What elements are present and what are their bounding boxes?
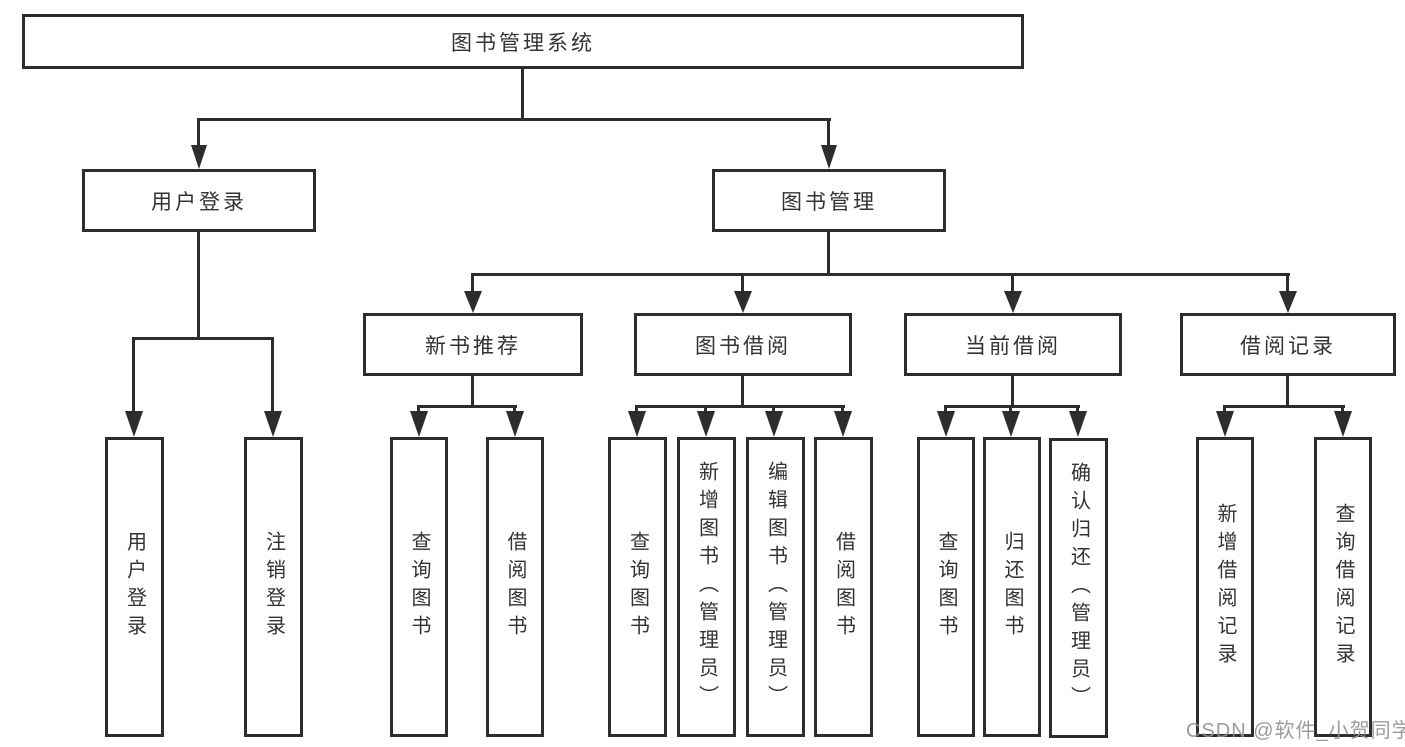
connector-arrowhead	[1216, 411, 1234, 437]
leaf-label: 查询图书	[935, 531, 957, 643]
connector-line	[1341, 405, 1344, 415]
connector-arrowhead	[191, 145, 207, 169]
connector-line	[1011, 273, 1014, 295]
leaf-edit-books-admin: 编辑图书（管理员）	[746, 437, 805, 737]
leaf-label: 注销登录	[262, 531, 285, 643]
leaf-label: 用户登录	[123, 531, 146, 643]
connector-line	[471, 376, 474, 405]
connector-line	[827, 118, 830, 148]
node-library-system: 图书管理系统	[22, 14, 1024, 69]
connector-line	[417, 405, 517, 408]
leaf-query-borrow-record: 查询借阅记录	[1314, 437, 1372, 737]
connector-arrowhead	[410, 411, 428, 437]
connector-line	[841, 405, 844, 415]
leaf-label: 查询图书	[408, 531, 430, 643]
connector-line	[944, 405, 1080, 408]
connector-line	[197, 232, 200, 337]
leaf-label: 归还图书	[1001, 531, 1023, 643]
connector-line	[1286, 376, 1289, 405]
connector-arrowhead	[125, 411, 143, 437]
leaf-borrow-books-borrowing: 借阅图书	[814, 437, 873, 737]
connector-line	[471, 273, 474, 295]
connector-arrowhead	[1069, 411, 1087, 437]
connector-line	[197, 118, 200, 148]
connector-line	[513, 405, 516, 415]
leaf-query-books-current: 查询图书	[917, 437, 975, 737]
connector-line	[198, 118, 831, 121]
connector-arrowhead	[937, 411, 955, 437]
leaf-label: 编辑图书（管理员）	[764, 461, 787, 713]
connector-line	[132, 337, 135, 415]
leaf-label: 查询图书	[626, 531, 649, 643]
connector-line	[132, 337, 274, 340]
connector-arrowhead	[834, 411, 852, 437]
connector-arrowhead	[464, 291, 482, 313]
connector-line	[1223, 405, 1226, 415]
connector-line	[772, 405, 775, 415]
node-borrowing-records: 借阅记录	[1180, 313, 1396, 376]
connector-line	[1223, 405, 1345, 408]
node-user-login: 用户登录	[82, 169, 316, 232]
node-current-borrowing: 当前借阅	[904, 313, 1122, 376]
leaf-query-books-borrowing: 查询图书	[608, 437, 667, 737]
connector-arrowhead	[821, 145, 837, 169]
connector-line	[521, 69, 524, 118]
node-book-borrowing: 图书借阅	[634, 313, 852, 376]
leaf-label: 确认归还（管理员）	[1067, 462, 1090, 714]
leaf-label: 借阅图书	[832, 531, 855, 643]
connector-arrowhead	[506, 411, 524, 437]
watermark-text: CSDN @软件_小贺同学	[1186, 720, 1405, 742]
leaf-borrow-books-newbook: 借阅图书	[486, 437, 544, 737]
connector-arrowhead	[765, 411, 783, 437]
leaf-label: 新增借阅记录	[1214, 503, 1236, 671]
leaf-label: 借阅图书	[504, 531, 526, 643]
leaf-add-books-admin: 新增图书（管理员）	[677, 437, 736, 737]
connector-arrowhead	[1334, 411, 1352, 437]
connector-arrowhead	[1004, 291, 1022, 313]
connector-line	[944, 405, 947, 415]
connector-line	[1009, 405, 1012, 415]
connector-line	[635, 405, 845, 408]
connector-line	[271, 337, 274, 415]
connector-arrowhead	[697, 411, 715, 437]
connector-line	[827, 232, 830, 273]
leaf-return-books: 归还图书	[983, 437, 1041, 737]
leaf-add-borrow-record: 新增借阅记录	[1196, 437, 1254, 737]
leaf-query-books-newbook: 查询图书	[390, 437, 448, 737]
leaf-confirm-return-admin: 确认归还（管理员）	[1049, 438, 1108, 738]
connector-arrowhead	[1279, 291, 1297, 313]
connector-arrowhead	[1002, 411, 1020, 437]
connector-arrowhead	[628, 411, 646, 437]
connector-line	[471, 273, 1290, 276]
connector-line	[741, 376, 744, 405]
connector-line	[635, 405, 638, 415]
connector-arrowhead	[264, 411, 282, 437]
leaf-label: 查询借阅记录	[1332, 503, 1354, 671]
connector-line	[1076, 405, 1079, 415]
connector-line	[1286, 273, 1289, 295]
connector-line	[704, 405, 707, 415]
node-new-book-recommend: 新书推荐	[363, 313, 583, 376]
connector-line	[417, 405, 420, 415]
connector-line	[1011, 376, 1014, 405]
leaf-logout-login: 注销登录	[244, 437, 303, 737]
leaf-label: 新增图书（管理员）	[695, 461, 718, 713]
leaf-user-login: 用户登录	[105, 437, 164, 737]
node-book-management: 图书管理	[712, 169, 946, 232]
connector-line	[741, 273, 744, 295]
connector-arrowhead	[734, 291, 752, 313]
